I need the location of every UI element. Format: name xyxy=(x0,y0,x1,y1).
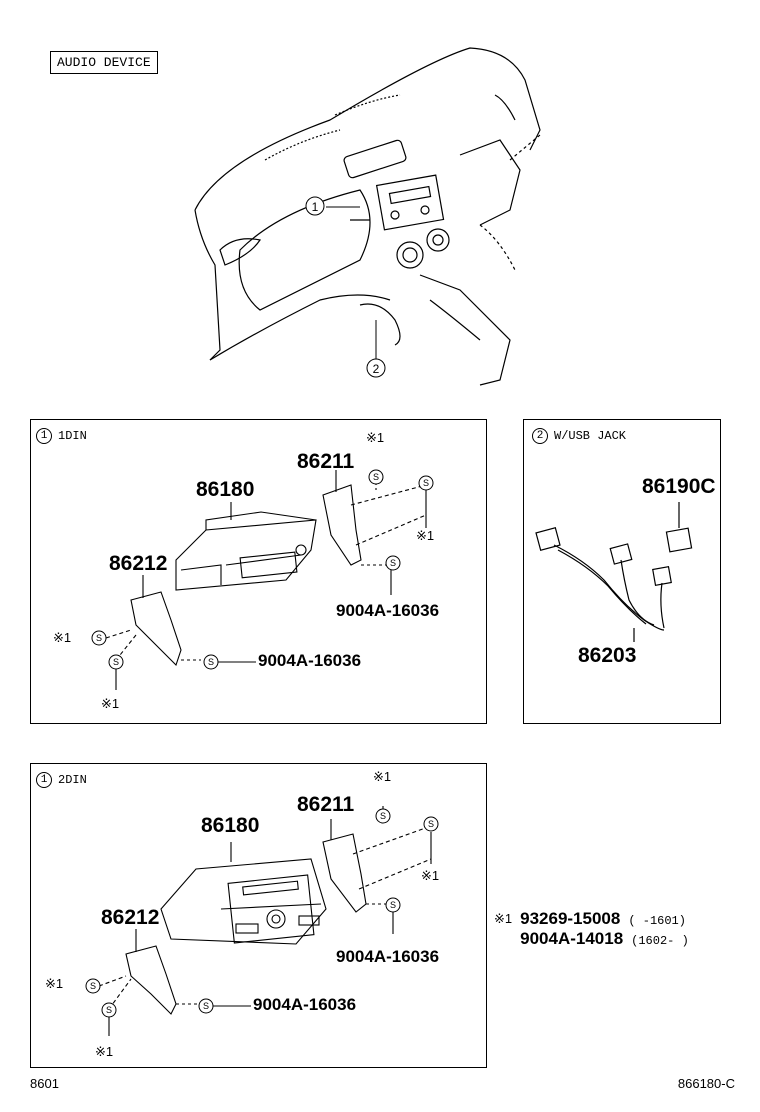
ref-mark-bottom-1din: ※1 xyxy=(101,696,120,711)
legend-range-1: ( -1601) xyxy=(628,914,686,928)
panel-2din-label: 2DIN xyxy=(58,773,87,787)
screw-s-mid-2din: S xyxy=(390,900,396,910)
panel-usb-label: W/USB JACK xyxy=(554,429,627,443)
panel-1din-drawing: S S S S S S xyxy=(91,469,434,690)
ref-mark-right-2din: ※1 xyxy=(421,868,440,883)
center-vent xyxy=(343,139,407,179)
vent-top-left xyxy=(264,129,341,161)
screw-s-top-2din: S xyxy=(380,811,386,821)
panel-2din-drawing: S S S S S S xyxy=(85,806,439,1036)
screw-s-lower-1din: S xyxy=(208,657,214,667)
panel-2din: 1 2DIN xyxy=(30,763,487,1068)
pn-86190c: 86190C xyxy=(642,475,716,498)
side-vent-right xyxy=(494,94,516,121)
legend-part-1: 93269-15008 xyxy=(520,909,621,928)
harness-main xyxy=(553,544,665,631)
panel-usb-marker: 2 xyxy=(532,428,548,444)
screw-s-bottom-1din: S xyxy=(113,657,119,667)
bracket-86212 xyxy=(130,591,182,667)
usb-jack-area xyxy=(359,303,401,346)
screw-s-top-1din: S xyxy=(373,472,379,482)
bracket-86211-2din xyxy=(322,833,367,913)
panel-usb-jack: 2 W/USB JACK 86190C 86203 xyxy=(523,419,721,724)
panel-1din-marker: 1 xyxy=(36,428,52,444)
pn-86203: 86203 xyxy=(578,644,637,667)
screw-s-right-2din: S xyxy=(428,819,434,829)
ref-mark-left-1din: ※1 xyxy=(53,630,72,645)
legend-mark: ※1 xyxy=(494,911,513,926)
dash-top-edge xyxy=(194,47,541,211)
pn-86211-2din: 86211 xyxy=(297,793,355,816)
pn-86212-2din: 86212 xyxy=(101,906,160,929)
usb-connector-b xyxy=(609,543,633,565)
panel-2din-header: 1 2DIN xyxy=(36,772,87,788)
screw-s-left-1din: S xyxy=(96,633,102,643)
screw-s-mid-1din: S xyxy=(390,558,396,568)
ref-mark-top-2din: ※1 xyxy=(373,769,392,784)
center-console xyxy=(419,274,511,386)
panel-1din-header: 1 1DIN xyxy=(36,428,87,444)
climate-knob-right xyxy=(426,228,450,252)
overview-callout-2: 2 xyxy=(373,362,380,376)
pn-86211-1din: 86211 xyxy=(297,450,355,473)
panel-1din-label: 1DIN xyxy=(58,429,87,443)
side-vent-left xyxy=(219,238,261,266)
glovebox xyxy=(238,189,371,311)
pn-86212-1din: 86212 xyxy=(109,552,168,575)
head-unit-2din xyxy=(160,858,327,945)
footer-diagram-id: 866180-C xyxy=(677,1076,735,1091)
dash-left-side xyxy=(194,209,221,361)
screw-s-right-1din: S xyxy=(423,478,429,488)
usb-connector-a xyxy=(535,526,561,552)
usb-connector-86190c xyxy=(665,527,693,553)
panel-usb-header: 2 W/USB JACK xyxy=(532,428,626,444)
diagram-title: AUDIO DEVICE xyxy=(50,51,158,74)
ref-mark-left-2din: ※1 xyxy=(45,976,64,991)
legend-row-1: 93269-15008 ( -1601) xyxy=(520,909,689,929)
legend-row-2: 9004A-14018 (1602- ) xyxy=(520,929,689,949)
ref-mark-right-1din: ※1 xyxy=(416,528,435,543)
legend-range-2: (1602- ) xyxy=(631,934,689,948)
audio-unit-outline xyxy=(375,174,445,231)
climate-knob-left xyxy=(396,241,424,269)
panel-2din-marker: 1 xyxy=(36,772,52,788)
ref-mark-top-1din: ※1 xyxy=(366,430,385,445)
pn-86180-2din: 86180 xyxy=(201,814,260,837)
footer-page-code: 8601 xyxy=(30,1076,59,1091)
dash-lower-edge xyxy=(209,294,391,361)
dashboard-overview-illustration: 1 2 xyxy=(194,47,541,386)
screw-s-bottom-2din: S xyxy=(106,1005,112,1015)
legend: ※1 93269-15008 ( -1601) 9004A-14018 (160… xyxy=(494,909,689,949)
pn-86180-1din: 86180 xyxy=(196,478,255,501)
bracket-86211 xyxy=(322,484,362,566)
screw-s-lower-2din: S xyxy=(203,1001,209,1011)
panel-1din: 1 1DIN xyxy=(30,419,487,724)
overview-callout-1: 1 xyxy=(312,200,319,214)
usb-harness-drawing xyxy=(535,502,693,642)
usb-connector-c xyxy=(652,566,672,586)
pn-screw-right-2din: 9004A-16036 xyxy=(336,947,440,966)
pn-screw-left-1din: 9004A-16036 xyxy=(258,651,362,670)
screw-s-left-2din: S xyxy=(90,981,96,991)
legend-part-2: 9004A-14018 xyxy=(520,929,624,948)
ref-mark-bottom-2din: ※1 xyxy=(95,1044,114,1059)
pn-screw-left-2din: 9004A-16036 xyxy=(253,995,357,1014)
bracket-86212-2din xyxy=(125,945,177,1015)
pn-screw-right-1din: 9004A-16036 xyxy=(336,601,440,620)
